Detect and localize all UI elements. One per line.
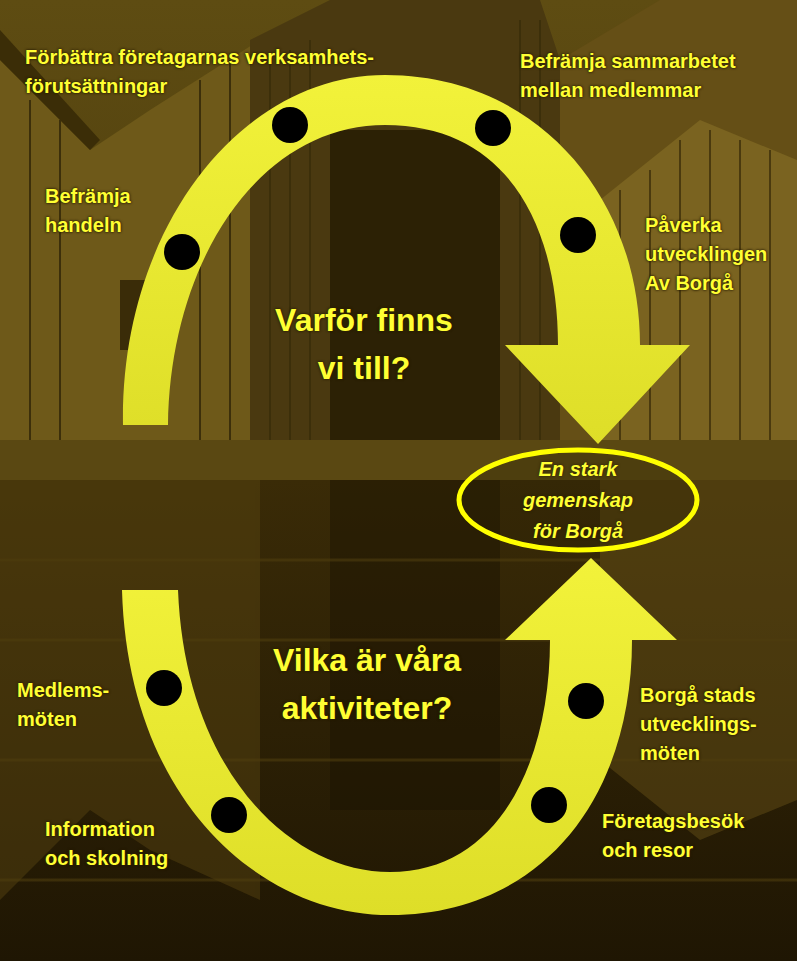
curved-arrow-bottom <box>122 558 677 915</box>
bullet-dot <box>146 670 182 706</box>
activity-label: Borgå stads utvecklings- möten <box>640 681 763 768</box>
water <box>0 480 797 961</box>
bullet-dot <box>568 683 604 719</box>
bullet-dot <box>164 234 200 270</box>
activity-label: Information och skolning <box>45 815 175 873</box>
purpose-label: Påverka utvecklingen Av Borgå <box>645 211 774 298</box>
ripples <box>0 560 797 880</box>
bullet-dot <box>531 787 567 823</box>
bullet-dot <box>211 797 247 833</box>
activity-label: Medlems- möten <box>17 676 116 734</box>
goal-ellipse: En stark gemenskap för Borgå <box>456 447 700 553</box>
reflection <box>0 480 797 900</box>
question-heading: Varför finns vi till? <box>272 296 456 392</box>
bullet-dot <box>560 217 596 253</box>
question-heading: Vilka är våra aktiviteter? <box>270 636 465 732</box>
sky <box>0 0 797 480</box>
purpose-label: Befrämja handeln <box>45 182 137 240</box>
goal-text: En stark gemenskap för Borgå <box>520 454 637 547</box>
ellipse-shape <box>459 450 697 550</box>
bullet-dot <box>272 107 308 143</box>
activity-label: Företagsbesök och resor <box>602 807 751 865</box>
purpose-label: Befrämja sammarbetet mellan medlemmar <box>520 47 742 105</box>
purpose-label: Förbättra företagarnas verksamhets- föru… <box>25 43 381 101</box>
bullet-dot <box>475 110 511 146</box>
curved-arrow-top <box>123 75 690 444</box>
door-opening <box>330 130 500 450</box>
